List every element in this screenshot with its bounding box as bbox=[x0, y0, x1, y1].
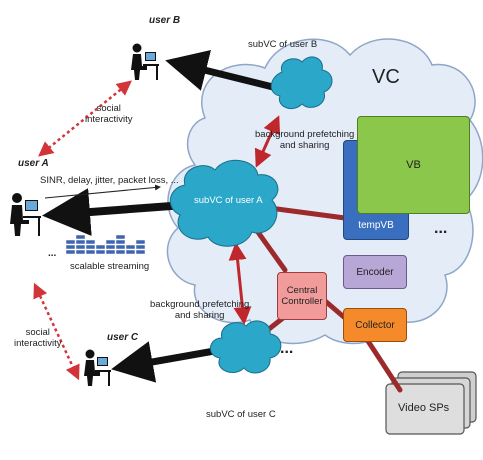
vb-box: VB bbox=[357, 116, 470, 214]
tempvb-label: tempVB bbox=[358, 220, 394, 231]
metrics-arrow bbox=[44, 184, 161, 199]
user-a-icon bbox=[10, 193, 41, 236]
prefetch-arrow-b-a bbox=[254, 115, 281, 168]
social-arrow-a-b bbox=[38, 80, 132, 157]
prefetch-arrow-a-c bbox=[228, 242, 252, 325]
central-controller-box: Central Controller bbox=[277, 272, 327, 320]
encoder-box: Encoder bbox=[343, 255, 407, 289]
social-interactivity-top-label: social interactivity bbox=[85, 103, 133, 125]
subvc-a-label: subVC of user A bbox=[194, 195, 263, 206]
user-b-icon bbox=[131, 43, 159, 80]
user-c-icon bbox=[84, 349, 111, 386]
vc-label: VC bbox=[372, 66, 400, 88]
arrow-to-user-c bbox=[111, 341, 221, 383]
subvc-cloud-b bbox=[270, 56, 333, 109]
social-arrows bbox=[33, 80, 132, 381]
subvc-cloud-a bbox=[170, 159, 279, 247]
video-sps-label: Video SPs bbox=[398, 402, 450, 414]
user-c-label: user C bbox=[107, 332, 139, 343]
subvc-c-label: subVC of user C bbox=[206, 409, 276, 420]
video-sps-stack bbox=[385, 371, 477, 435]
vb-label: VB bbox=[406, 159, 421, 171]
prefetch-bottom-label: background prefetching and sharing bbox=[150, 299, 250, 321]
more-vbs-ellipsis: ... bbox=[434, 220, 448, 237]
prefetch-top-label: background prefetching and sharing bbox=[255, 129, 355, 151]
user-a-label: user A bbox=[18, 158, 49, 169]
more-subvcs-ellipsis: ... bbox=[280, 340, 294, 357]
link-subvc-a-controller bbox=[252, 225, 288, 273]
arrow-to-user-b bbox=[165, 50, 286, 94]
subvc-cloud-c bbox=[210, 320, 282, 374]
encoder-label: Encoder bbox=[356, 266, 394, 278]
black-arrows bbox=[42, 50, 286, 383]
more-streams-ellipsis: ... bbox=[48, 248, 57, 259]
collector-label: Collector bbox=[355, 319, 395, 331]
user-b-label: user B bbox=[149, 15, 181, 26]
collector-box: Collector bbox=[343, 308, 407, 342]
network-metrics-label: SINR, delay, jitter, packet loss, ... bbox=[40, 175, 179, 186]
social-interactivity-bottom-label: social interactivity bbox=[14, 327, 62, 349]
link-collector-videosps bbox=[363, 335, 403, 393]
link-controller-collector bbox=[321, 297, 348, 321]
central-controller-label: Central Controller bbox=[281, 284, 323, 307]
subvc-b-label: subVC of user B bbox=[248, 39, 318, 50]
scalable-streaming-bars bbox=[65, 234, 146, 255]
arrow-to-user-a bbox=[42, 188, 186, 236]
scalable-streaming-label: scalable streaming bbox=[70, 261, 150, 272]
social-arrow-a-c bbox=[33, 282, 80, 381]
prefetch-arrows bbox=[228, 115, 281, 325]
